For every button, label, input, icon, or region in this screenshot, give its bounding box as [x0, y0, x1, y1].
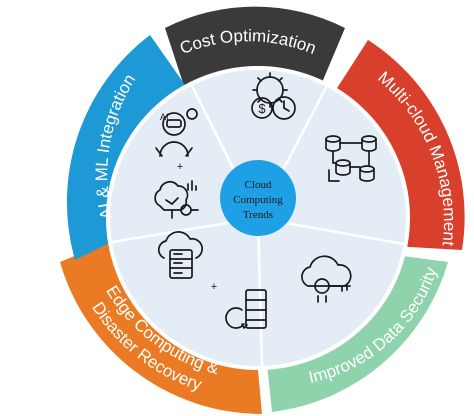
center-title-line-2: Computing — [233, 194, 283, 206]
svg-text:AI: AI — [160, 112, 169, 122]
segment-multi-cloud — [332, 40, 465, 250]
robot-icon: AI — [155, 108, 198, 157]
backup-server-icon — [225, 289, 267, 329]
plus-icon: + — [177, 161, 183, 173]
brain-tree-icon — [154, 180, 199, 219]
segment-cost-optimization — [165, 6, 345, 93]
database-network-icon — [325, 135, 377, 182]
center-title-line-3: Trends — [243, 209, 273, 221]
center-title-line-1: Cloud — [245, 179, 272, 191]
server-cloud-icon — [157, 231, 204, 279]
svg-text:$: $ — [258, 101, 266, 116]
gear-dollar-clock-icon: $ — [251, 72, 296, 120]
cloud-key-icon — [301, 255, 352, 303]
center-circle — [220, 160, 296, 236]
plus-icon: + — [211, 281, 217, 293]
